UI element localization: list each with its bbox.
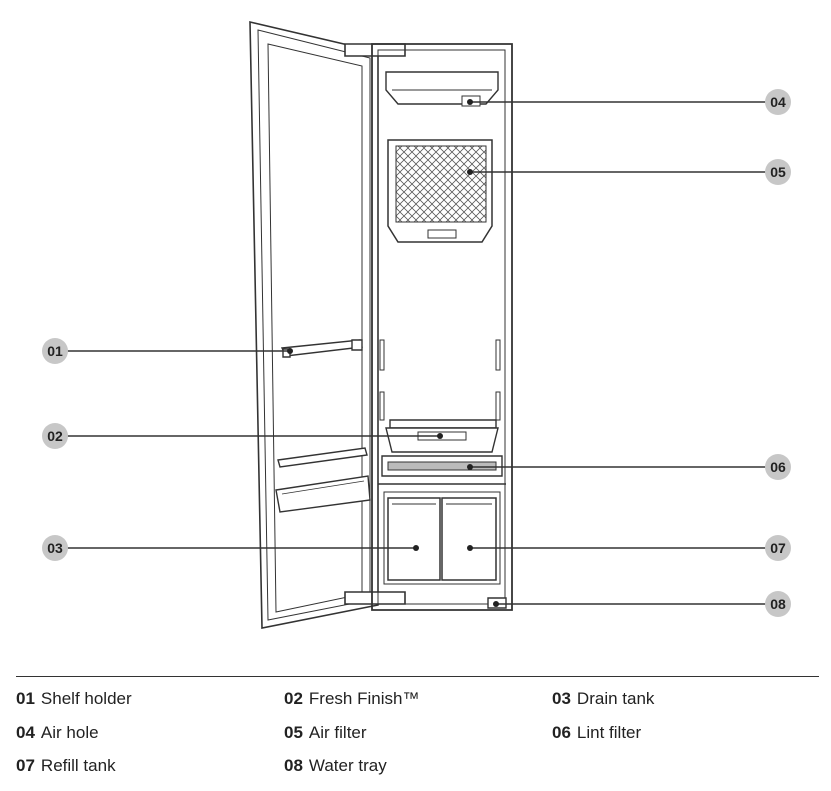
leader-lines — [66, 101, 766, 605]
door-bin — [275, 475, 371, 513]
legend-label: Refill tank — [40, 756, 116, 775]
callout-06: 06 — [765, 454, 791, 480]
legend-label: Air hole — [40, 723, 99, 742]
legend-item-05: 05 Air filter — [284, 723, 367, 743]
open-door — [249, 20, 406, 629]
legend-number: 02 — [284, 689, 303, 708]
callout-05-number: 05 — [770, 164, 786, 180]
legend-label: Shelf holder — [40, 689, 132, 708]
callout-07-number: 07 — [770, 540, 786, 556]
callout-04-number: 04 — [770, 94, 786, 110]
legend-item-04: 04 Air hole — [16, 723, 99, 743]
legend-number: 03 — [552, 689, 571, 708]
legend-number: 06 — [552, 723, 571, 742]
legend-number: 01 — [16, 689, 35, 708]
legend-label: Lint filter — [576, 723, 642, 742]
legend-item-02: 02 Fresh Finish™ — [284, 689, 419, 709]
legend-label: Air filter — [308, 723, 367, 742]
callout-06-number: 06 — [770, 459, 786, 475]
callout-08-number: 08 — [770, 596, 786, 612]
legend-item-08: 08 Water tray — [284, 756, 387, 776]
legend-number: 04 — [16, 723, 35, 742]
drain-tank — [387, 497, 441, 581]
leader-dots — [287, 99, 499, 607]
callout-04: 04 — [765, 89, 791, 115]
callout-01: 01 — [42, 338, 68, 364]
callout-03-number: 03 — [47, 540, 63, 556]
lower-compartment — [378, 483, 506, 585]
legend-item-03: 03 Drain tank — [552, 689, 654, 709]
legend-label: Drain tank — [576, 689, 655, 708]
legend-label: Fresh Finish™ — [308, 689, 420, 708]
legend-item-01: 01 Shelf holder — [16, 689, 132, 709]
legend-divider — [16, 676, 819, 677]
callout-02: 02 — [42, 423, 68, 449]
lint-filter — [381, 455, 503, 477]
air-filter — [387, 139, 493, 243]
fresh-finish-module — [385, 419, 499, 453]
door-bar — [277, 447, 368, 468]
door-shelf-holder — [280, 339, 363, 358]
air-hole — [385, 71, 499, 107]
callout-05: 05 — [765, 159, 791, 185]
callout-03: 03 — [42, 535, 68, 561]
legend-item-06: 06 Lint filter — [552, 723, 641, 743]
legend-item-07: 07 Refill tank — [16, 756, 116, 776]
legend-label: Water tray — [308, 756, 387, 775]
callout-02-number: 02 — [47, 428, 63, 444]
legend-number: 07 — [16, 756, 35, 775]
callout-07: 07 — [765, 535, 791, 561]
refill-tank — [441, 497, 497, 581]
legend-number: 05 — [284, 723, 303, 742]
callout-08: 08 — [765, 591, 791, 617]
callout-01-number: 01 — [47, 343, 63, 359]
legend-number: 08 — [284, 756, 303, 775]
appliance-diagram: 01 02 03 04 05 06 07 08 — [42, 20, 791, 629]
